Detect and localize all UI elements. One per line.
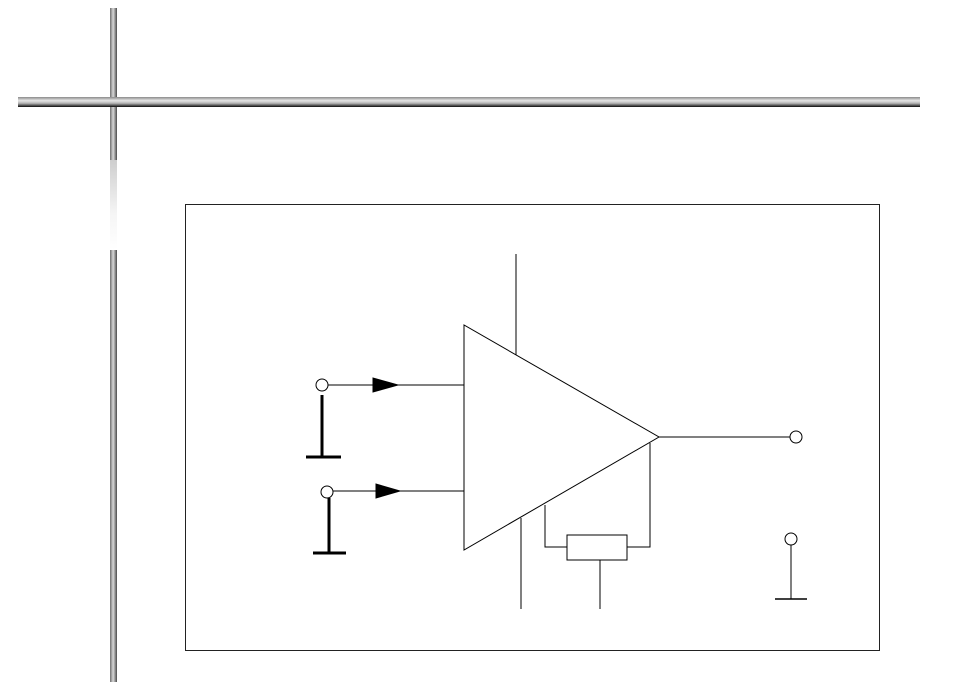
input-arrow-1 [372, 377, 400, 393]
vertical-bar-top [110, 8, 117, 160]
diagram-frame [185, 204, 880, 651]
vertical-bar-bottom [110, 250, 117, 682]
input-arrow-2 [375, 483, 402, 499]
feedback-resistor [566, 534, 628, 561]
feedback-wire-right [627, 443, 651, 548]
input-terminal-2 [320, 485, 334, 499]
feedback-wire-left [544, 505, 567, 548]
amplifier-triangle [463, 324, 661, 551]
horizontal-bar [18, 97, 920, 106]
vertical-bar-fade [110, 160, 117, 250]
input-terminal-1 [315, 378, 329, 392]
ground-terminal-3 [784, 532, 798, 546]
output-terminal [789, 430, 803, 444]
